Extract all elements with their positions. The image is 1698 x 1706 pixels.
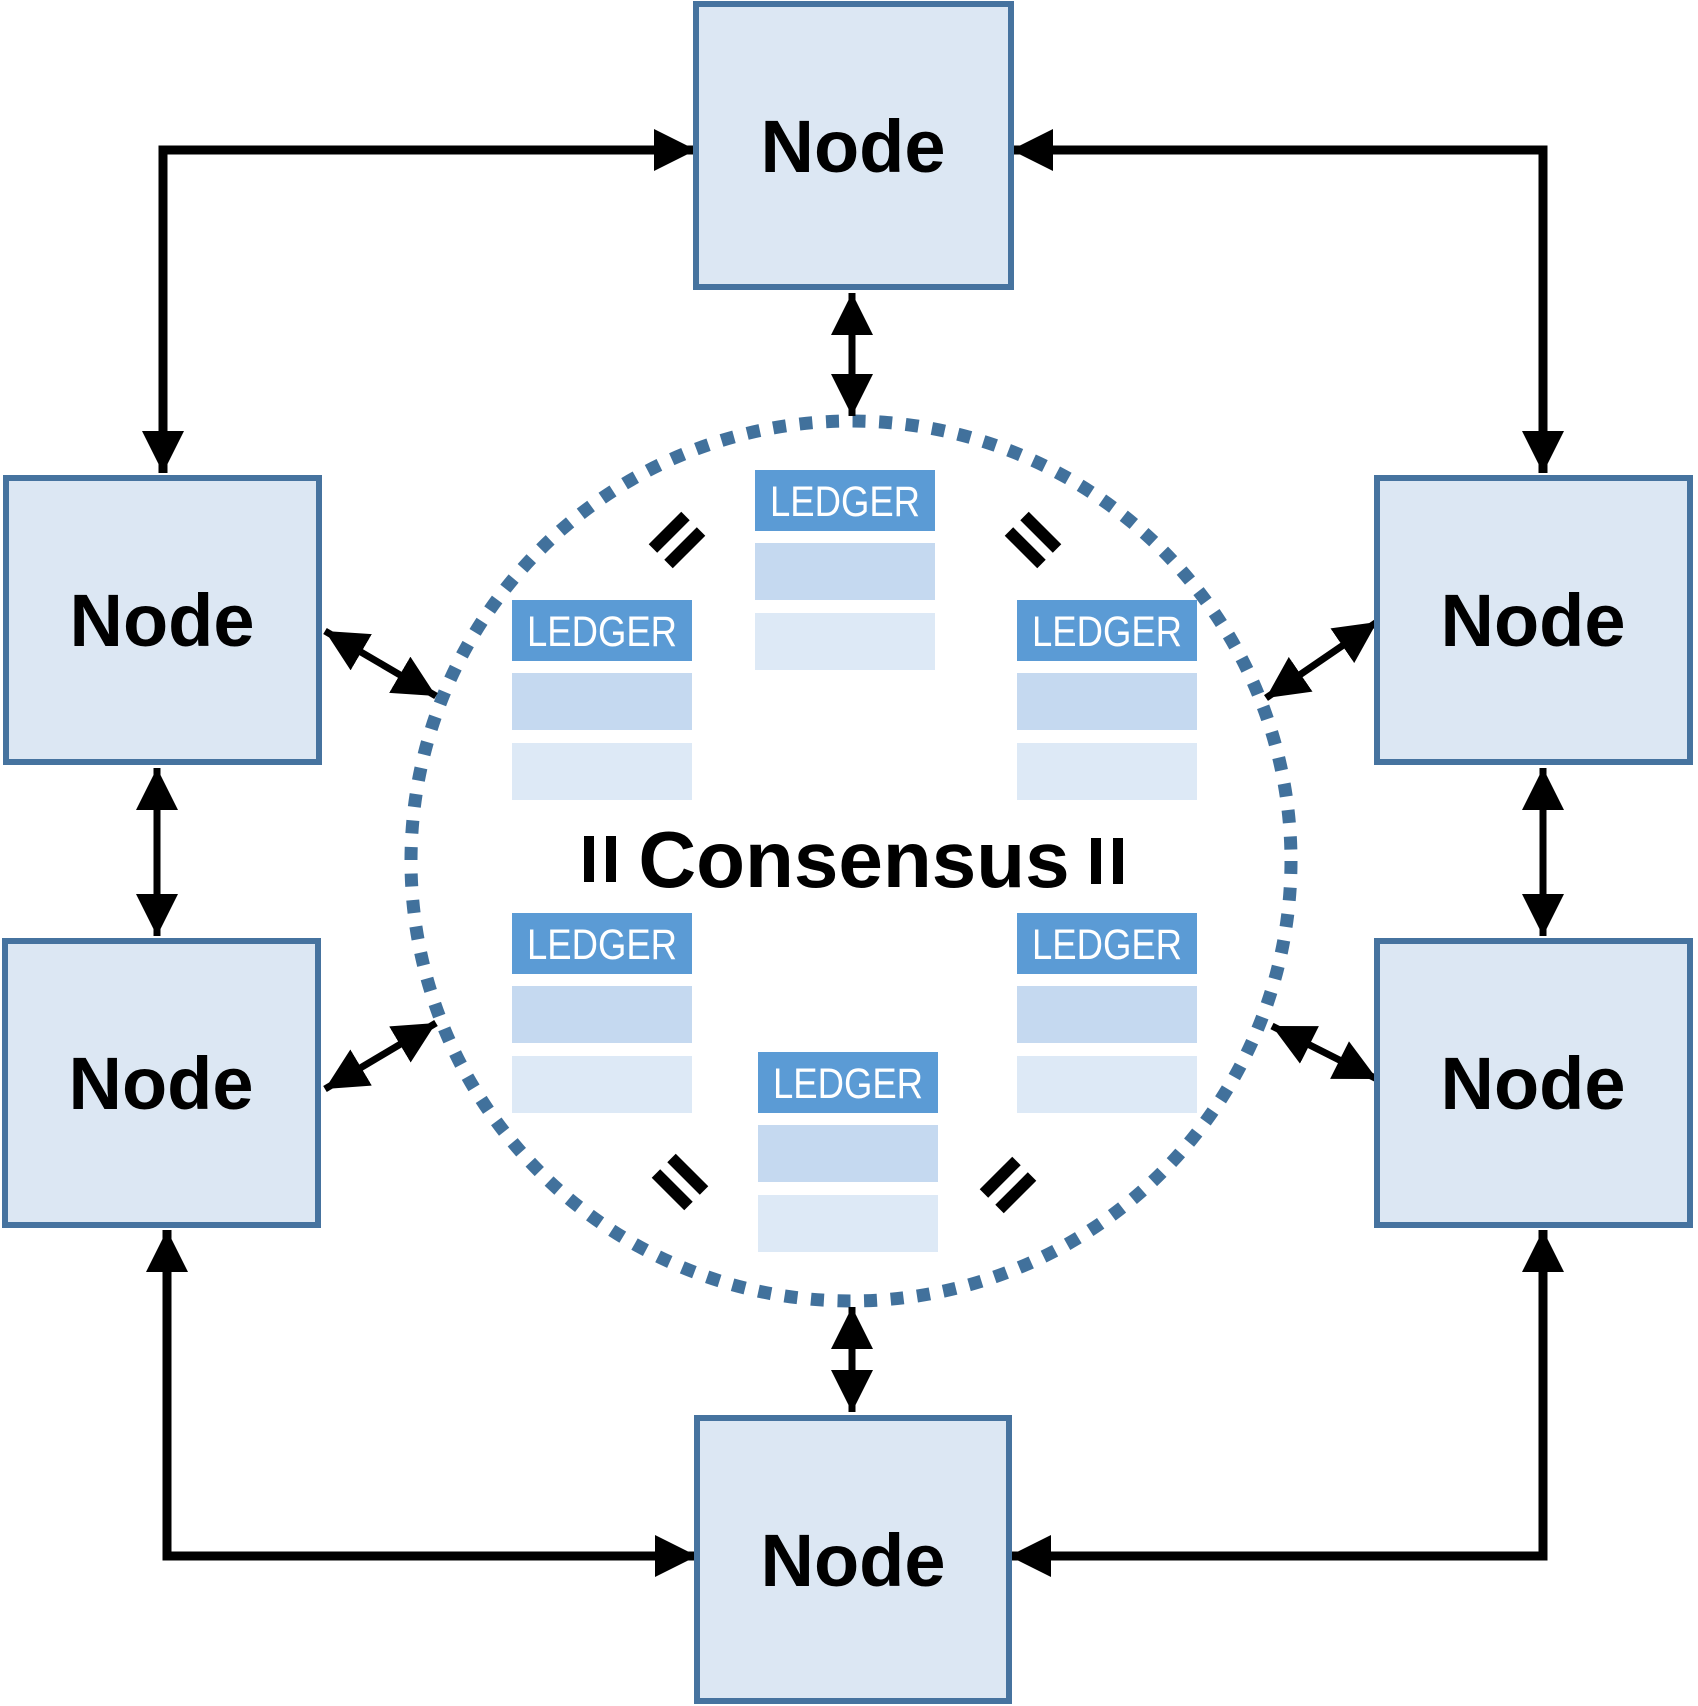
connector-top-to-right-upper: [1011, 129, 1564, 473]
node-left-lower: Node: [2, 938, 321, 1228]
ledger-row: [512, 1056, 692, 1113]
node-right-upper: Node: [1374, 475, 1693, 765]
ledger-label: LEDGER: [1032, 608, 1182, 656]
ledger-header: [512, 600, 692, 661]
ledger-header: [1017, 913, 1197, 974]
arrow-right-lower-to-circle: [1270, 1022, 1379, 1083]
equals-bar: [651, 1169, 693, 1211]
ledger-label: LEDGER: [1032, 921, 1182, 969]
node-label: Node: [761, 1519, 946, 1602]
ledger-top-center: LEDGER: [755, 470, 935, 670]
equals-bar: [648, 511, 690, 553]
connector-bottom-to-left-lower: [146, 1230, 697, 1577]
ledger-upper-right: LEDGER: [1017, 600, 1197, 800]
ledger-lower-right: LEDGER: [1017, 913, 1197, 1113]
equals-bar: [584, 836, 594, 882]
arrow-right-upper-to-circle: [1264, 619, 1379, 701]
ledger-label: LEDGER: [770, 478, 920, 526]
ledger-bottom-center: LEDGER: [758, 1052, 938, 1252]
node-label: Node: [1441, 1042, 1626, 1125]
equals-bar: [664, 527, 706, 569]
node-right-lower: Node: [1374, 938, 1693, 1228]
ledger-header: [1017, 600, 1197, 661]
connector-bottom-to-right-lower: [1009, 1230, 1564, 1577]
tilted-equals-icon: [979, 1156, 1037, 1214]
equals-bar: [1020, 511, 1062, 553]
ledger-row: [1017, 673, 1197, 730]
equals-bar: [1091, 838, 1101, 884]
ledger-row: [758, 1125, 938, 1182]
equals-bar: [979, 1156, 1021, 1198]
ledger-label: LEDGER: [527, 608, 677, 656]
node-bottom: Node: [694, 1415, 1012, 1704]
node-box: [694, 1415, 1012, 1704]
ledger-lower-left: LEDGER: [512, 913, 692, 1113]
ledger-row: [755, 613, 935, 670]
node-box: [1374, 475, 1693, 765]
arrow-left-upper-to-circle: [323, 627, 438, 700]
connector-top-to-left-upper: [142, 129, 696, 473]
equals-bar: [1113, 838, 1123, 884]
node-box: [1374, 938, 1693, 1228]
equals-bar: [995, 1172, 1037, 1214]
node-label: Node: [69, 1042, 254, 1125]
ledger-row: [512, 743, 692, 800]
node-label: Node: [1441, 579, 1626, 662]
vertical-equals-icon: [1091, 838, 1123, 884]
ledger-upper-left: LEDGER: [512, 600, 692, 800]
equals-bar: [1004, 527, 1046, 569]
ledger-header: [512, 913, 692, 974]
node-box: [3, 475, 322, 765]
node-box: [2, 938, 321, 1228]
consensus-title: Consensus: [638, 815, 1069, 904]
ledger-row: [1017, 986, 1197, 1043]
vertical-equals-icon: [584, 836, 616, 882]
ledger-row: [512, 673, 692, 730]
ledger-row: [758, 1195, 938, 1252]
consensus-boundary-circle: [404, 414, 1298, 1308]
equals-bar: [667, 1153, 709, 1195]
ledger-header: [755, 470, 935, 531]
ledger-header: [758, 1052, 938, 1113]
tilted-equals-icon: [1004, 511, 1062, 569]
equals-bar: [606, 836, 616, 882]
tilted-equals-icon: [648, 511, 706, 569]
ledger-row: [1017, 1056, 1197, 1113]
node-left-upper: Node: [3, 475, 322, 765]
ledger-row: [755, 543, 935, 600]
arrow-left-lower-to-circle: [323, 1019, 438, 1093]
node-label: Node: [761, 105, 946, 188]
node-label: Node: [70, 579, 255, 662]
ledger-row: [512, 986, 692, 1043]
node-box: [693, 1, 1014, 290]
node-top: Node: [693, 1, 1014, 290]
ledger-label: LEDGER: [773, 1060, 923, 1108]
ledger-row: [1017, 743, 1197, 800]
tilted-equals-icon: [651, 1153, 709, 1211]
ledger-label: LEDGER: [527, 921, 677, 969]
